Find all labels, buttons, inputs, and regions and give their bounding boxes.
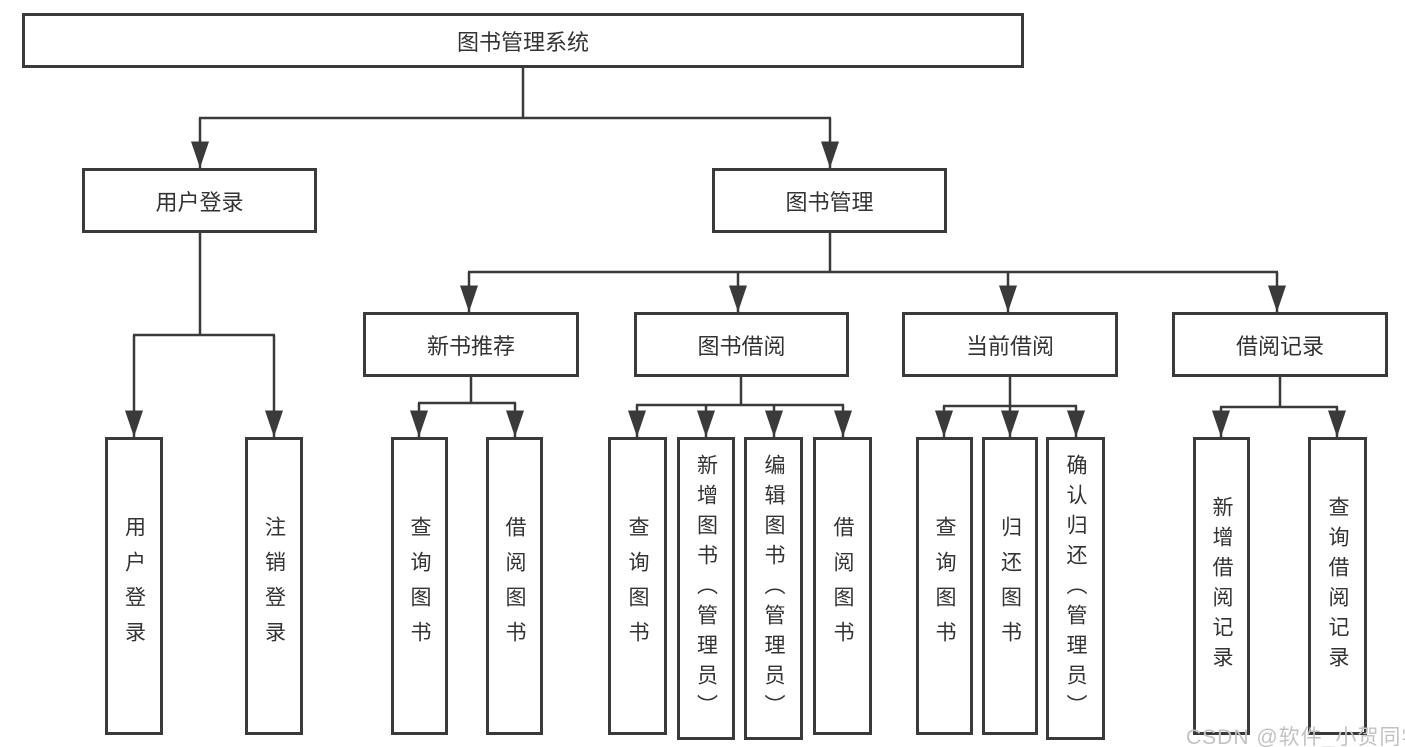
leaf-logout: 注销登录 — [245, 437, 303, 735]
node-book-borrow-label: 图书借阅 — [697, 333, 786, 359]
leaf-add-borrow-record-label: 新增借阅记录 — [1210, 496, 1233, 676]
leaf-logout-label: 注销登录 — [262, 516, 286, 656]
connector-root-to-level1 — [191, 68, 839, 168]
node-new-book-recommend: 新书推荐 — [363, 312, 579, 377]
connector-newbooks-children — [410, 377, 524, 437]
node-borrow-records-label: 借阅记录 — [1235, 333, 1324, 359]
leaf-query-books-newrec-label: 查询图书 — [408, 516, 431, 656]
node-book-management-label: 图书管理 — [785, 189, 874, 215]
leaf-return-book-label: 归还图书 — [998, 516, 1022, 656]
leaf-return-book: 归还图书 — [982, 437, 1038, 735]
leaf-query-books-borrow: 查询图书 — [608, 437, 667, 735]
leaf-edit-book-admin: 编辑图书（管理员） — [744, 437, 803, 740]
connector-bookborrow-children — [628, 377, 852, 437]
connector-currentborrow-children — [935, 377, 1085, 437]
csdn-watermark: CSDN @软件_小贺同学 — [1186, 726, 1405, 747]
connector-bookmgmt-children — [460, 233, 1286, 312]
leaf-user-login: 用户登录 — [105, 437, 163, 735]
leaf-confirm-return-admin-label: 确认归还（管理员） — [1064, 453, 1087, 724]
leaf-query-books-current: 查询图书 — [916, 437, 973, 735]
leaf-query-books-borrow-label: 查询图书 — [626, 516, 649, 656]
leaf-add-book-admin-label: 新增图书（管理员） — [694, 453, 718, 724]
node-new-book-recommend-label: 新书推荐 — [426, 333, 515, 359]
leaf-query-borrow-record: 查询借阅记录 — [1308, 437, 1367, 735]
leaf-add-book-admin: 新增图书（管理员） — [677, 437, 735, 740]
node-root: 图书管理系统 — [22, 13, 1024, 68]
leaf-query-books-newrec: 查询图书 — [391, 437, 448, 735]
leaf-borrow-books-newrec-label: 借阅图书 — [503, 516, 526, 656]
node-user-login: 用户登录 — [82, 168, 317, 233]
node-borrow-records: 借阅记录 — [1172, 312, 1388, 377]
leaf-user-login-label: 用户登录 — [122, 516, 146, 656]
leaf-edit-book-admin-label: 编辑图书（管理员） — [762, 453, 785, 724]
node-current-borrow-label: 当前借阅 — [965, 333, 1054, 359]
node-book-management: 图书管理 — [712, 168, 947, 233]
node-current-borrow: 当前借阅 — [902, 312, 1118, 377]
leaf-query-borrow-record-label: 查询借阅记录 — [1326, 496, 1349, 676]
node-user-login-label: 用户登录 — [155, 189, 244, 215]
node-root-label: 图书管理系统 — [456, 29, 589, 55]
leaf-query-books-current-label: 查询图书 — [933, 516, 956, 656]
leaf-confirm-return-admin: 确认归还（管理员） — [1046, 437, 1105, 740]
connector-borrowrecords-children — [1212, 377, 1346, 437]
leaf-borrow-books-borrow: 借阅图书 — [813, 437, 872, 735]
node-book-borrow: 图书借阅 — [634, 312, 849, 377]
leaf-borrow-books-borrow-label: 借阅图书 — [831, 516, 854, 656]
connector-userlogin-children — [125, 233, 283, 437]
leaf-borrow-books-newrec: 借阅图书 — [486, 437, 543, 735]
leaf-add-borrow-record: 新增借阅记录 — [1193, 437, 1250, 735]
